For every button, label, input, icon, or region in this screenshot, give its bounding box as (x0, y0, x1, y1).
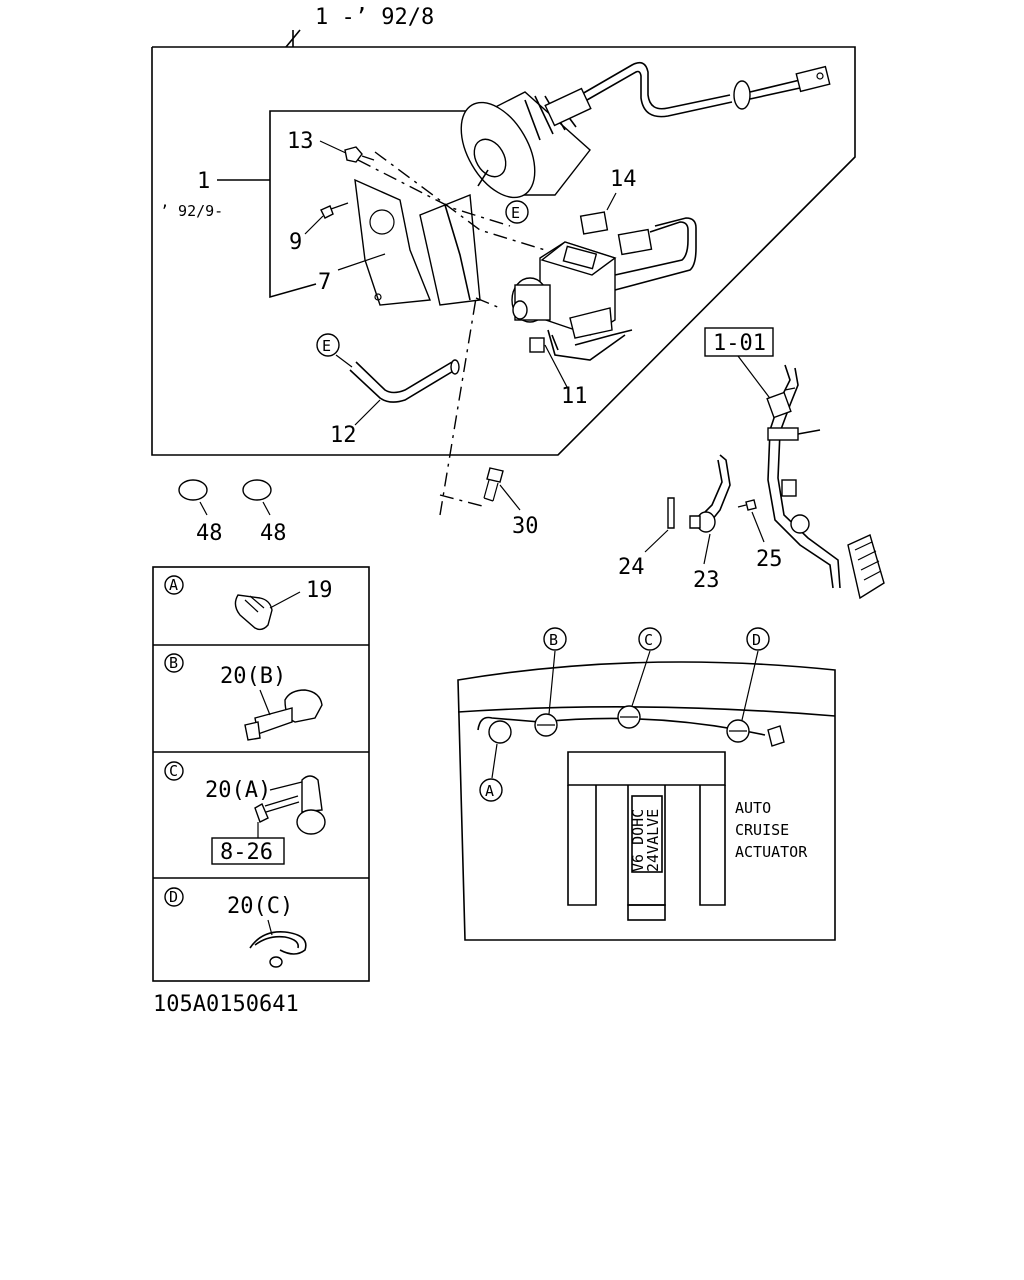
callout-1-date: ’ 92/9- (160, 202, 223, 220)
ref-box-1-01 (704, 327, 774, 357)
callout-24: 24 (618, 555, 645, 580)
actuator-label-line1: AUTO (735, 799, 771, 817)
pedal-assembly: 1-01 (704, 327, 885, 600)
actuator-label-line3: ACTUATOR (735, 843, 808, 861)
assembly-frame: 1 -’ 92/8 (151, 5, 856, 456)
actuator-label-line2: CRUISE (735, 821, 789, 839)
engine-clip-b-letter: B (549, 631, 558, 649)
callout-23: 23 (693, 568, 720, 593)
callout-7: 7 (318, 270, 331, 295)
connection-e-top: E (505, 200, 529, 224)
cruise-actuator-upper (460, 61, 831, 199)
sub-assembly-bracket: 1 ’ 92/9- (160, 110, 470, 299)
panel-a: A 19 (164, 575, 333, 631)
plugs-48: 48 48 (178, 479, 287, 546)
e-hose-letter: E (322, 337, 331, 355)
bracket-7: 7 (318, 178, 481, 306)
ref-8-26: 8-26 (220, 840, 273, 865)
part-20c: 20(C) (227, 894, 293, 919)
screw-13: 13 (287, 129, 375, 163)
panel-a-letter: A (169, 576, 178, 594)
detail-panels: A 19 B 20(B) C 20(A) 8-26 (152, 566, 370, 982)
callout-11: 11 (561, 384, 588, 409)
assembly-label: 1 -’ 92/8 (315, 5, 434, 30)
engine-clip-a-letter: A (485, 782, 494, 800)
hose-12: E 12 (316, 333, 460, 448)
guide-lines (357, 151, 546, 516)
panel-d-letter: D (169, 888, 178, 906)
engine-clip-c-letter: C (644, 631, 653, 649)
engine-label-line2: 24VALVE (644, 809, 662, 872)
callout-48-a: 48 (196, 521, 223, 546)
engine-label-line1: V6 DOHC (629, 809, 647, 872)
callout-14: 14 (610, 167, 637, 192)
part-20b: 20(B) (220, 664, 286, 689)
callout-1: 1 (197, 169, 210, 194)
actuator-11: 11 (511, 217, 697, 409)
lever-parts: 24 23 25 (618, 454, 783, 593)
callout-48-b: 48 (260, 521, 287, 546)
callout-13: 13 (287, 129, 314, 154)
panel-b: B 20(B) (164, 653, 323, 741)
callout-9: 9 (289, 230, 302, 255)
callout-25: 25 (756, 547, 783, 572)
part-20a: 20(A) (205, 778, 271, 803)
part-19: 19 (306, 578, 333, 603)
ref-box-8-26 (211, 837, 285, 865)
bolt-30: 30 (483, 467, 539, 539)
panel-c-letter: C (169, 762, 178, 780)
screw-9: 9 (289, 202, 349, 255)
engine-view: B C D A V6 DOHC 24VALVE AUTO CRUISE ACTU… (457, 627, 836, 941)
ref-1-01: 1-01 (713, 331, 766, 356)
callout-12: 12 (330, 423, 357, 448)
panel-c: C 20(A) 8-26 (164, 761, 326, 865)
e-top-letter: E (511, 204, 520, 222)
callout-30: 30 (512, 514, 539, 539)
diagram-code: 105A0150641 (153, 992, 299, 1017)
engine-clip-d-letter: D (752, 631, 761, 649)
connector-14: 14 (579, 167, 653, 256)
panel-b-letter: B (169, 654, 178, 672)
panel-d: D 20(C) (164, 887, 307, 968)
clip-a-marker (488, 720, 512, 744)
